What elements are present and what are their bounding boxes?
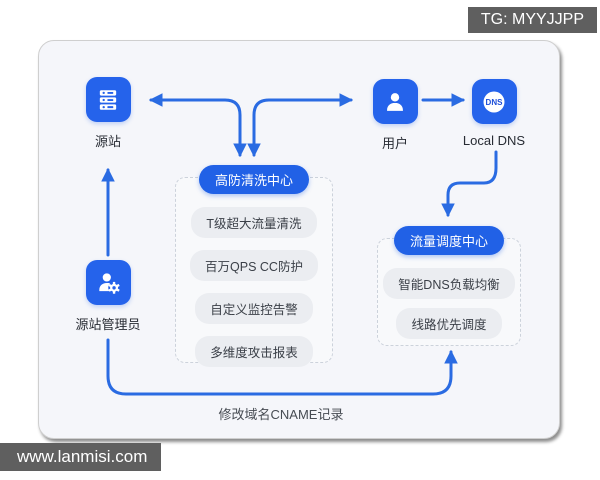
- scrubbing-feature-list: T级超大流量清洗 百万QPS CC防护 自定义监控告警 多维度攻击报表: [190, 207, 318, 367]
- dns-icon-text: DNS: [486, 98, 504, 107]
- dns-globe-icon: DNS: [471, 79, 517, 124]
- origin-server-label: 源站: [94, 134, 121, 149]
- feature-pill: 自定义监控告警: [195, 293, 313, 324]
- site-watermark-badge: www.lanmisi.com: [0, 443, 162, 471]
- admin-label: 源站管理员: [75, 317, 141, 332]
- scrubbing-center-group: 高防清洗中心 T级超大流量清洗 百万QPS CC防护 自定义监控告警 多维度攻击…: [175, 165, 333, 367]
- admin-node: 源站管理员: [48, 260, 168, 333]
- scheduling-center-group: 流量调度中心 智能DNS负载均衡 线路优先调度: [377, 226, 521, 346]
- arrow-localdns-scheduling: [441, 150, 498, 218]
- user-node: 用户: [335, 79, 455, 152]
- feature-pill: 智能DNS负载均衡: [383, 268, 515, 299]
- feature-pill: 多维度攻击报表: [195, 336, 313, 367]
- feature-pill: 线路优先调度: [396, 308, 502, 339]
- cname-edge-label: 修改域名CNAME记录: [218, 407, 344, 422]
- feature-pill: T级超大流量清洗: [191, 207, 317, 238]
- scheduling-feature-list: 智能DNS负载均衡 线路优先调度: [383, 268, 515, 339]
- scheduling-center-badge: 流量调度中心: [393, 226, 505, 255]
- feature-pill: 百万QPS CC防护: [190, 250, 318, 281]
- scrubbing-center-badge: 高防清洗中心: [198, 165, 310, 194]
- admin-gear-icon: [85, 260, 131, 305]
- user-label: 用户: [381, 136, 408, 151]
- origin-server-node: 源站: [48, 77, 168, 150]
- diagram-card: 源站 用户 DNS Local DNS: [38, 40, 560, 439]
- tg-watermark-badge: TG: MYYJJPP: [467, 7, 597, 33]
- local-dns-label: Local DNS: [462, 133, 526, 148]
- server-icon: [85, 77, 131, 122]
- user-icon: [372, 79, 418, 124]
- local-dns-node: DNS Local DNS: [434, 79, 554, 148]
